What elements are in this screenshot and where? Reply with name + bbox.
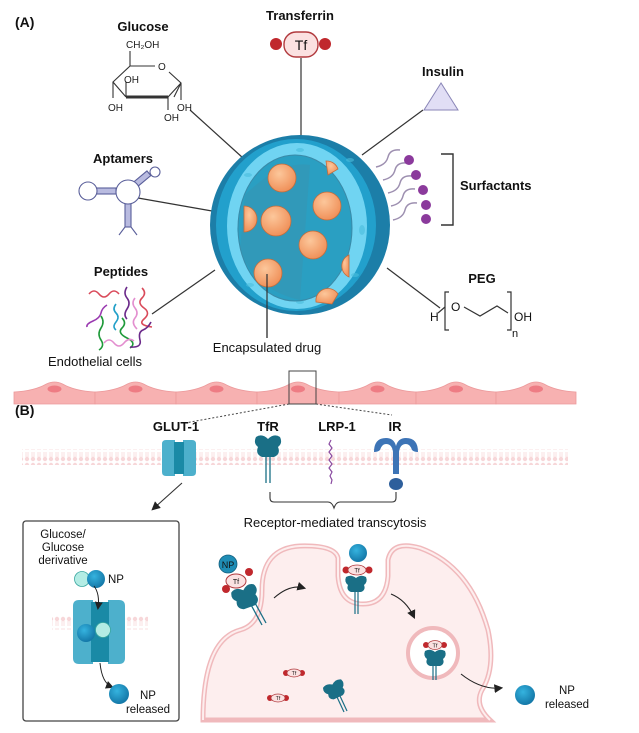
cell-nucleus (529, 385, 543, 393)
peg-n: n (512, 328, 518, 340)
peg-oh: OH (514, 310, 532, 324)
transcytosis-bracket (269, 492, 397, 510)
glucose-oh-4: OH (177, 103, 192, 114)
surfactant-bracket (441, 153, 454, 226)
endothelial-cell (495, 381, 577, 405)
endothelial-cell (13, 381, 96, 405)
peg-title: PEG (468, 271, 495, 286)
insulin-title: Insulin (422, 64, 464, 79)
cell-nucleus (449, 385, 463, 393)
glucose-oh-2: OH (108, 103, 123, 114)
peptides-title: Peptides (94, 264, 148, 279)
released-np-icon (515, 685, 535, 705)
endothelial-cell-layer (13, 381, 577, 405)
inset-np-released-line-1: NP (140, 690, 156, 702)
transferrin-title: Transferrin (266, 8, 334, 23)
peg-ligand: PEG H O OH n (430, 271, 532, 340)
inset-glucose-line-1: Glucose/ (40, 529, 86, 541)
iron-atom-icon (270, 38, 282, 50)
inset-glucose-line-2: Glucose (42, 542, 84, 554)
insulin-ligand: Insulin (422, 64, 464, 111)
endothelial-cell (415, 381, 497, 405)
encapsulated-drug-label: Encapsulated drug (213, 340, 321, 355)
glucose-ring-o: O (158, 62, 166, 73)
pit-tf-label: Tf (354, 569, 360, 575)
transferrin-badge-icon (283, 31, 319, 58)
np-tf-tfr-complex: Tf NP (218, 554, 267, 626)
receptor-label-glut1: GLUT-1 (153, 419, 199, 434)
endocytosis-arrow (273, 581, 307, 599)
peg-h: H (430, 310, 439, 324)
glucose-oh-3: OH (164, 113, 179, 124)
membrane-bilayer (22, 449, 248, 465)
endothelial-cells-label: Endothelial cells (48, 354, 142, 369)
endocytic-vesicle-forming: Tf (342, 544, 373, 614)
transferrin-badge: Tf (295, 37, 308, 53)
receptor-label-lrp1: LRP-1 (318, 419, 356, 434)
zoom-line-left (184, 403, 290, 424)
inset-np-released-line-2: released (126, 704, 170, 716)
cell-nucleus (291, 385, 305, 393)
receptor-label-ir: IR (389, 419, 403, 434)
complex-np-label: NP (222, 560, 235, 570)
free-tf-label-2: Tf (276, 696, 281, 702)
surfactants-title: Surfactants (460, 178, 532, 193)
complex-tf-label: Tf (233, 579, 239, 586)
glut1-inset: Glucose/ Glucose derivative NP NP releas… (22, 520, 180, 722)
ir-receptor-icon (374, 438, 418, 490)
insulin-triangle-icon (423, 82, 459, 111)
vesicle-arrow (390, 593, 416, 619)
cell-nucleus (47, 385, 62, 393)
encapsulated-drug-icons (243, 160, 350, 305)
zoom-line-right (315, 403, 393, 416)
lrp1-receptor-icon (328, 439, 333, 485)
exocytosis-arrow (460, 673, 504, 694)
inset-glucose-line-3: derivative (38, 555, 87, 567)
glucose-title: Glucose (117, 19, 168, 34)
transcytotic-vesicle: Tf (406, 626, 460, 680)
cell-np-released-line-1: NP (559, 685, 575, 697)
transcytosis-label: Receptor-mediated transcytosis (244, 515, 427, 530)
released-np-icon (109, 684, 129, 704)
glut1-transporter-icon (162, 440, 196, 476)
free-transferrin: Tf Tf (267, 668, 305, 703)
glucose-ligand: Glucose CH₂OH O OH OH OH OH (108, 19, 192, 124)
panel-b-label: (B) (15, 402, 34, 418)
cell-nucleus (370, 385, 385, 393)
nanoparticle (210, 135, 390, 338)
glut1-arrow (151, 482, 183, 511)
endothelial-cell (94, 381, 177, 405)
endothelial-cell (256, 381, 340, 405)
receptor-label-tfr: TfR (257, 419, 279, 434)
aptamer-icon (78, 166, 161, 236)
cell-np-released-line-2: released (545, 699, 589, 711)
panel-a-label: (A) (15, 14, 34, 30)
aptamers-title: Aptamers (93, 151, 153, 166)
transferrin-ligand: Transferrin Tf (266, 8, 334, 58)
peg-bracket-icon (437, 291, 512, 331)
tfr-receptor-icon (254, 435, 282, 483)
peg-o: O (451, 300, 460, 314)
cell-nucleus (209, 385, 224, 393)
endothelial-cell (175, 381, 258, 405)
vesicle-tf-label: Tf (433, 644, 438, 650)
zoom-box (288, 370, 317, 405)
inset-np-label: NP (108, 574, 124, 586)
surfactant-heads-icon (404, 155, 431, 224)
surfactants-ligand: Surfactants (375, 149, 532, 226)
peptides-ligand: Peptides (86, 264, 153, 351)
glucose-ring-icon (112, 51, 182, 110)
nanoparticle-icon (87, 570, 105, 588)
endothelial-cell (338, 381, 417, 405)
glucose-oh-1: OH (124, 75, 139, 86)
glucose-ch2oh: CH₂OH (126, 40, 159, 51)
aptamer-ligand: Aptamers (78, 151, 161, 236)
peptide-chains-icon (86, 286, 153, 351)
iron-atom-icon (319, 38, 331, 50)
recycled-tfr-icon (322, 679, 348, 713)
free-tf-label-1: Tf (292, 671, 297, 677)
cell-nucleus (128, 385, 143, 393)
